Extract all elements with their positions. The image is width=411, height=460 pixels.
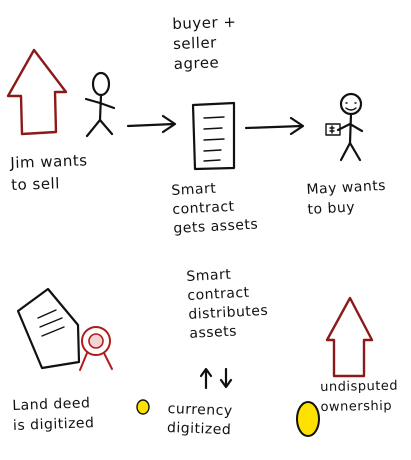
flow-arrow-right-icon — [126, 114, 177, 134]
node-undisputed-ownership: undisputed ownership — [320, 378, 399, 415]
coin-icon — [296, 401, 320, 437]
stick-figure-icon — [336, 92, 364, 162]
node-smart-contract-gets-assets: Smart contract gets assets — [171, 180, 259, 237]
node-jim-wants-to-sell: Jim wants to sell — [10, 151, 88, 194]
node-buyer-seller-agree: buyer + seller agree — [172, 12, 237, 73]
contract-document-icon — [191, 101, 236, 171]
node-smart-contract-distributes-assets: Smart contract distributes assets — [186, 266, 269, 342]
node-may-wants-to-buy: May wants to buy — [306, 177, 387, 218]
up-down-arrows-icon — [199, 367, 233, 390]
stick-figure-icon — [84, 71, 116, 138]
coin-icon — [136, 399, 150, 415]
cash-icon — [325, 123, 341, 136]
flow-arrow-right-icon — [244, 116, 305, 136]
node-currency-digitized: currency digitized — [166, 400, 233, 439]
node-land-deed-digitized: Land deed is digitized — [12, 395, 95, 434]
house-icon — [325, 296, 374, 378]
seal-icon — [79, 326, 113, 371]
deed-document-icon — [16, 287, 81, 370]
house-icon — [6, 48, 68, 136]
